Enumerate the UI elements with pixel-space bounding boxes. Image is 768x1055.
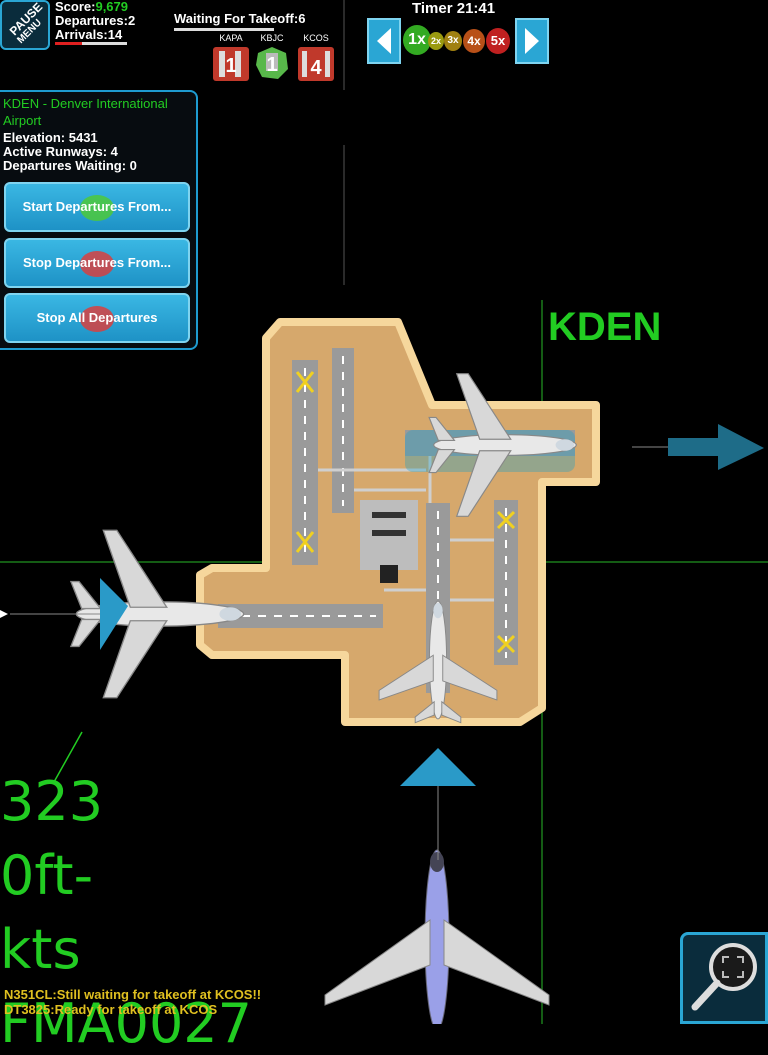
airport-kbjc[interactable]: KBJC 1 [252, 33, 292, 88]
aircraft-altitude-readout: 0ft- [0, 844, 94, 907]
airport-elevation: Elevation: 5431 [3, 130, 98, 145]
radar-map[interactable] [0, 0, 768, 1024]
speed-4x-button[interactable]: 4x [463, 29, 485, 53]
stop-all-departures-button[interactable]: Stop All Departures [4, 293, 190, 343]
arrivals-label: Arrivals: [55, 27, 108, 42]
airport-kapa-icon: 1 [213, 47, 249, 81]
airport-active-runways: Active Runways: 4 [3, 144, 118, 159]
score-panel: Score:9,679 Departures:2 Arrivals:14 [55, 0, 136, 45]
green-blob-icon [80, 195, 114, 221]
airport-title: KDEN - Denver International Airport [3, 96, 168, 128]
departures-value: 2 [127, 13, 136, 28]
triangle-left-icon [377, 28, 391, 54]
magnifier-icon [691, 943, 757, 1011]
speed-1x-button[interactable]: 1x [403, 25, 431, 55]
airport-kbjc-icon: 1 [256, 47, 288, 79]
airport-departures-waiting: Departures Waiting: 0 [3, 158, 137, 173]
red-blob-icon [80, 306, 114, 332]
pause-menu-button[interactable]: PAUSE MENU [0, 0, 50, 50]
airport-kcos[interactable]: KCOS 4 [296, 33, 336, 88]
game-timer: Timer 21:41 [412, 0, 495, 17]
aircraft-knots-readout: kts [0, 918, 81, 981]
arrivals-value: 14 [107, 27, 123, 42]
waiting-underline [174, 28, 274, 31]
airport-kcos-icon: 4 [298, 47, 334, 81]
zoom-button[interactable] [680, 932, 768, 1024]
waiting-value: 6 [298, 11, 306, 26]
airport-count: 1 [266, 54, 277, 76]
speed-3x-button[interactable]: 3x [444, 31, 462, 51]
departures-label: Departures: [55, 13, 128, 28]
button-label: Start Departures From... [22, 199, 172, 214]
speed-2x-button[interactable]: 2x [428, 32, 444, 50]
arrival-marker [400, 748, 476, 786]
stop-departures-button[interactable]: Stop Departures From... [4, 238, 190, 288]
red-blob-icon [80, 251, 114, 277]
airport-code: KBJC [260, 33, 284, 43]
speed-label: 3x [447, 35, 459, 46]
message-line: N351CL:Still waiting for takeoff at KCOS… [4, 987, 262, 1002]
speed-label: 2x [430, 36, 441, 46]
speed-label: 4x [467, 34, 481, 48]
airport-kden[interactable] [196, 318, 600, 726]
arrival-marker-west [100, 578, 128, 650]
triangle-right-icon [525, 28, 539, 54]
start-departures-button[interactable]: Start Departures From... [4, 182, 190, 232]
timer-value: 21:41 [456, 0, 496, 17]
timer-label: Timer [412, 0, 453, 17]
score-value: 9,679 [95, 0, 129, 14]
waiting-for-takeoff: Waiting For Takeoff:6 [174, 11, 305, 26]
waiting-label: Waiting For Takeoff: [174, 11, 299, 26]
aircraft-approach-south[interactable] [324, 849, 550, 1024]
speed-5x-button[interactable]: 5x [486, 28, 510, 54]
departure-direction-arrow [668, 424, 764, 470]
airport-count: 4 [310, 57, 322, 79]
message-line: DT3825:Ready for takeoff at KCOS [4, 1002, 218, 1017]
button-label: Stop Departures From... [22, 255, 172, 270]
airport-code: KAPA [219, 33, 243, 43]
speed-increase-button[interactable] [515, 18, 549, 64]
airport-count: 1 [225, 55, 236, 77]
airport-code: KCOS [303, 33, 329, 43]
closed-runway-marker [295, 371, 516, 654]
speed-label: 1x [408, 31, 426, 48]
speed-decrease-button[interactable] [367, 18, 401, 64]
aircraft-selected-departure[interactable] [405, 373, 577, 517]
score-label: Score: [55, 0, 96, 14]
aircraft-speed-readout: 323 [0, 770, 104, 833]
arrivals-progress-bar [55, 42, 127, 45]
speed-label: 5x [490, 33, 506, 48]
airport-kapa[interactable]: KAPA 1 [211, 33, 251, 88]
airport-map-label: KDEN [548, 305, 662, 349]
button-label: Stop All Departures [36, 310, 158, 325]
